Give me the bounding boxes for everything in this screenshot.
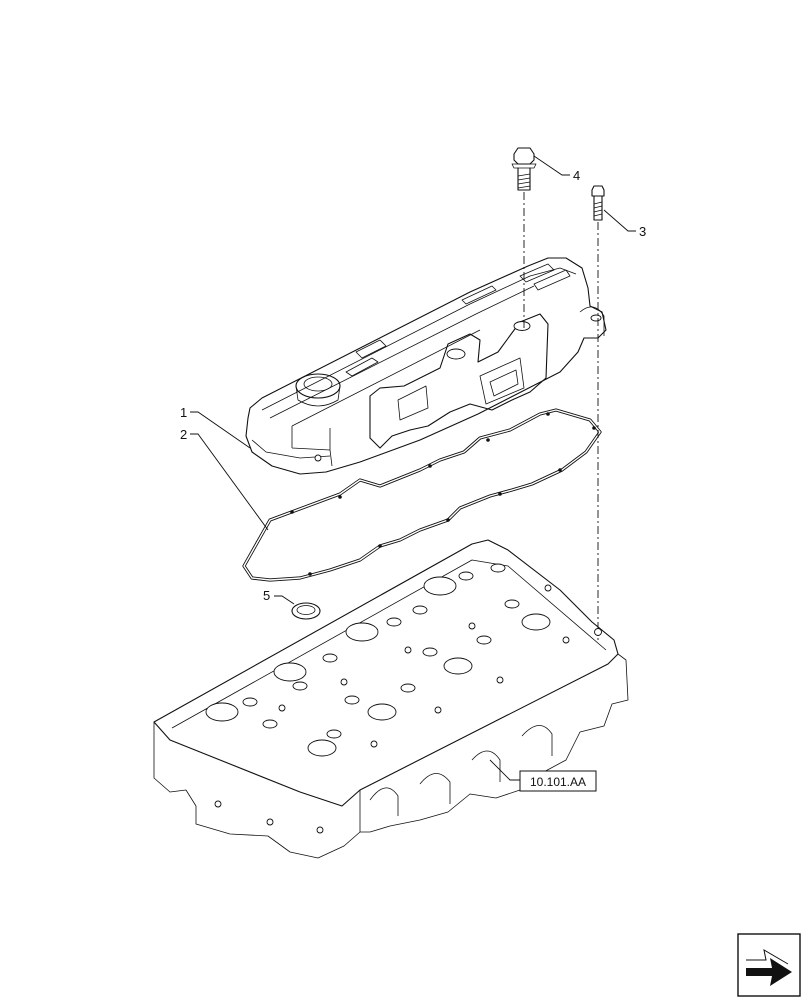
bolt-4	[511, 147, 537, 191]
cover-gasket	[242, 408, 602, 582]
callout-3[interactable]: 3	[639, 224, 646, 239]
gasket-bolt-holes	[290, 412, 596, 576]
leader-lines	[190, 155, 636, 781]
callout-5[interactable]: 5	[263, 588, 270, 603]
callout-2[interactable]: 2	[180, 427, 187, 442]
callout-4[interactable]: 4	[573, 168, 580, 183]
bolt-3	[591, 185, 605, 221]
reference-link[interactable]: 10.101.AA	[519, 770, 597, 792]
callout-1[interactable]: 1	[180, 405, 187, 420]
next-page-arrow-icon[interactable]	[737, 933, 801, 997]
o-ring	[291, 602, 321, 620]
cylinder-head	[153, 539, 629, 859]
valve-cover	[245, 257, 607, 475]
reference-label[interactable]: 10.101.AA	[530, 775, 586, 789]
